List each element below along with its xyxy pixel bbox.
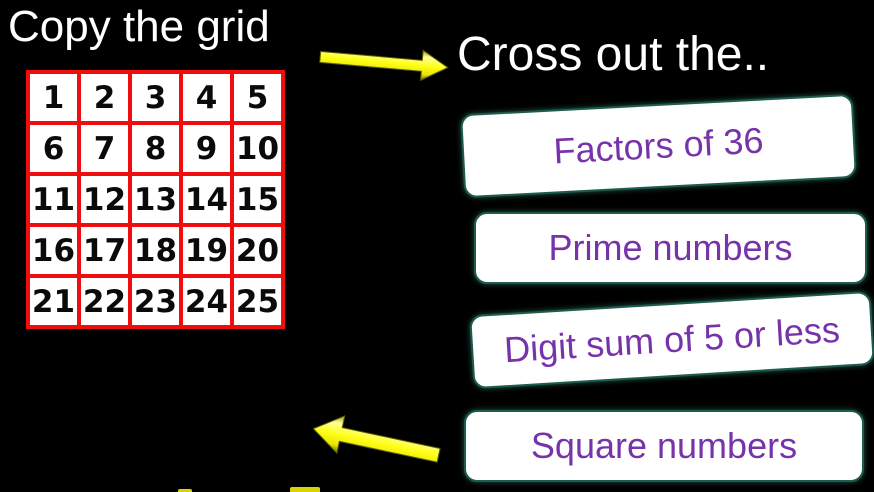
grid-cell: 2 [77, 70, 132, 125]
grid-cell: 8 [128, 121, 183, 176]
task-card-primes[interactable]: Prime numbers [474, 212, 867, 284]
grid-cell: 12 [77, 172, 132, 227]
grid-row: 1 2 3 4 5 [26, 70, 285, 125]
grid-cell: 3 [128, 70, 183, 125]
grid-cell: 17 [77, 223, 132, 278]
arrow-right-icon [317, 38, 452, 85]
task-card-factors[interactable]: Factors of 36 [460, 93, 857, 199]
cutoff-text-fragment [178, 489, 192, 492]
grid-cell: 10 [230, 121, 285, 176]
arrow-left-icon [307, 406, 446, 478]
task-card-label: Digit sum of 5 or less [502, 308, 841, 371]
grid-cell: 14 [179, 172, 234, 227]
grid-cell: 13 [128, 172, 183, 227]
task-card-digit-sum[interactable]: Digit sum of 5 or less [469, 290, 874, 390]
grid-cell: 15 [230, 172, 285, 227]
grid-cell: 1 [26, 70, 81, 125]
cutoff-text-fragment [290, 487, 320, 492]
task-card-label: Prime numbers [548, 227, 793, 268]
grid-row: 16 17 18 19 20 [26, 223, 285, 278]
grid-cell: 25 [230, 274, 285, 329]
grid-cell: 22 [77, 274, 132, 329]
grid-cell: 6 [26, 121, 81, 176]
grid-cell: 18 [128, 223, 183, 278]
grid-row: 11 12 13 14 15 [26, 172, 285, 227]
grid-cell: 24 [179, 274, 234, 329]
grid-cell: 9 [179, 121, 234, 176]
task-card-label: Factors of 36 [552, 119, 765, 172]
grid-cell: 23 [128, 274, 183, 329]
slide-title: Copy the grid [8, 2, 270, 51]
task-card-squares[interactable]: Square numbers [464, 410, 864, 482]
task-card-label: Square numbers [530, 425, 798, 466]
grid-cell: 4 [179, 70, 234, 125]
grid-row: 21 22 23 24 25 [26, 274, 285, 329]
number-grid: 1 2 3 4 5 6 7 8 9 10 11 12 13 14 15 16 [26, 70, 285, 329]
grid-cell: 19 [179, 223, 234, 278]
grid-cell: 16 [26, 223, 81, 278]
grid-cell: 20 [230, 223, 285, 278]
grid-cell: 21 [26, 274, 81, 329]
grid-row: 6 7 8 9 10 [26, 121, 285, 176]
grid-cell: 5 [230, 70, 285, 125]
section-heading: Cross out the.. [457, 28, 770, 81]
grid-cell: 11 [26, 172, 81, 227]
grid-cell: 7 [77, 121, 132, 176]
